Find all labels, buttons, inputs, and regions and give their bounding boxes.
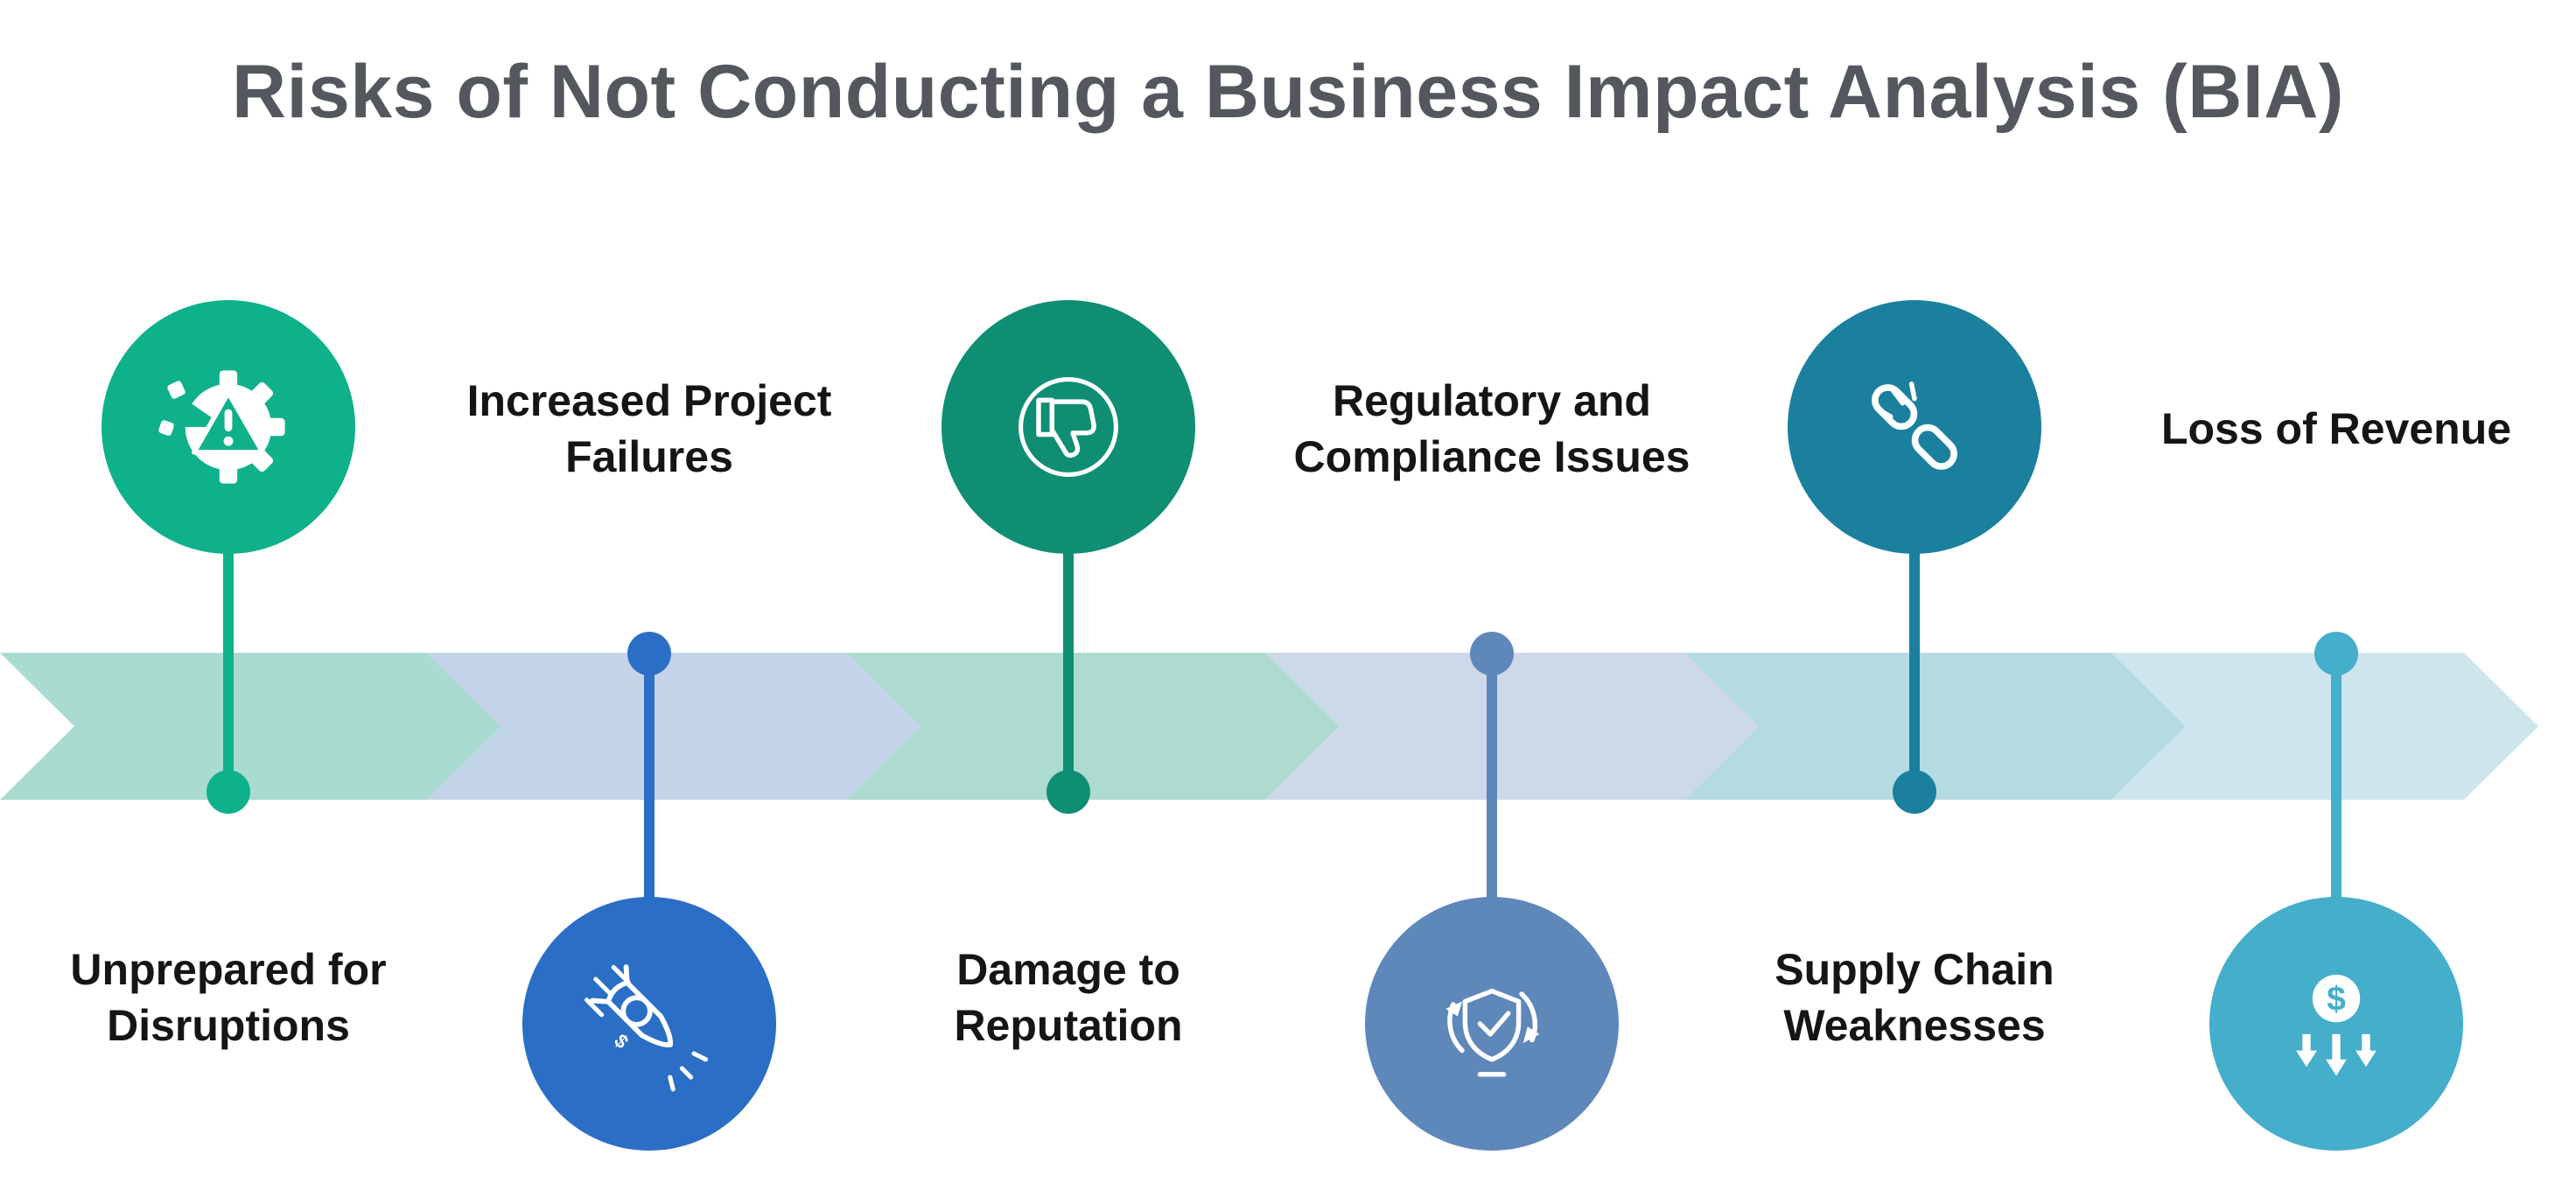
icon-circle [102,300,355,554]
timeline-band [0,653,2576,800]
icon-circle: $ [522,897,776,1151]
connector-line [2331,654,2342,916]
connector-line [644,654,654,916]
crashing-rocket-icon: $ [584,964,709,1092]
money-decrease-icon: $ [2296,974,2376,1076]
timeline-arrow-segment-5 [1684,653,2186,800]
icon-circle [1788,300,2041,554]
connector-dot [627,632,671,676]
connector-dot [1893,770,1936,814]
connector-dot [206,770,250,814]
thumbs-down-icon [1018,377,1118,477]
connector-dot [2314,632,2358,676]
timeline-arrow-segment-2 [427,653,920,800]
risk-label: Increased Project Failures [466,376,832,481]
risk-label: Regulatory and Compliance Issues [1293,376,1690,481]
icon-circle [942,300,1195,554]
connector-line [1487,654,1497,916]
risk-label: Unprepared for Disruptions [70,945,387,1050]
shield-check-icon [1446,988,1540,1077]
timeline-arrow-segment-3 [846,653,1340,800]
risk-label: Damage to Reputation [954,945,1183,1050]
timeline-arrow-segment-1 [0,653,501,800]
risk-label: Loss of Revenue [2160,404,2512,453]
icon-circle: $ [2209,897,2463,1151]
icon-circle [1365,897,1619,1151]
broken-chain-icon [1872,381,1957,470]
timeline-arrow-segment-4 [1265,653,1759,800]
svg-text:$: $ [610,1030,633,1053]
svg-text:$: $ [2327,981,2346,1018]
page-title: Risks of Not Conducting a Business Impac… [231,50,2345,134]
risk-label: Supply Chain Weaknesses [1774,945,2054,1050]
connector-dot [1470,632,1514,676]
broken-gear-warning-icon [158,370,285,484]
connector-dot [1046,770,1090,814]
